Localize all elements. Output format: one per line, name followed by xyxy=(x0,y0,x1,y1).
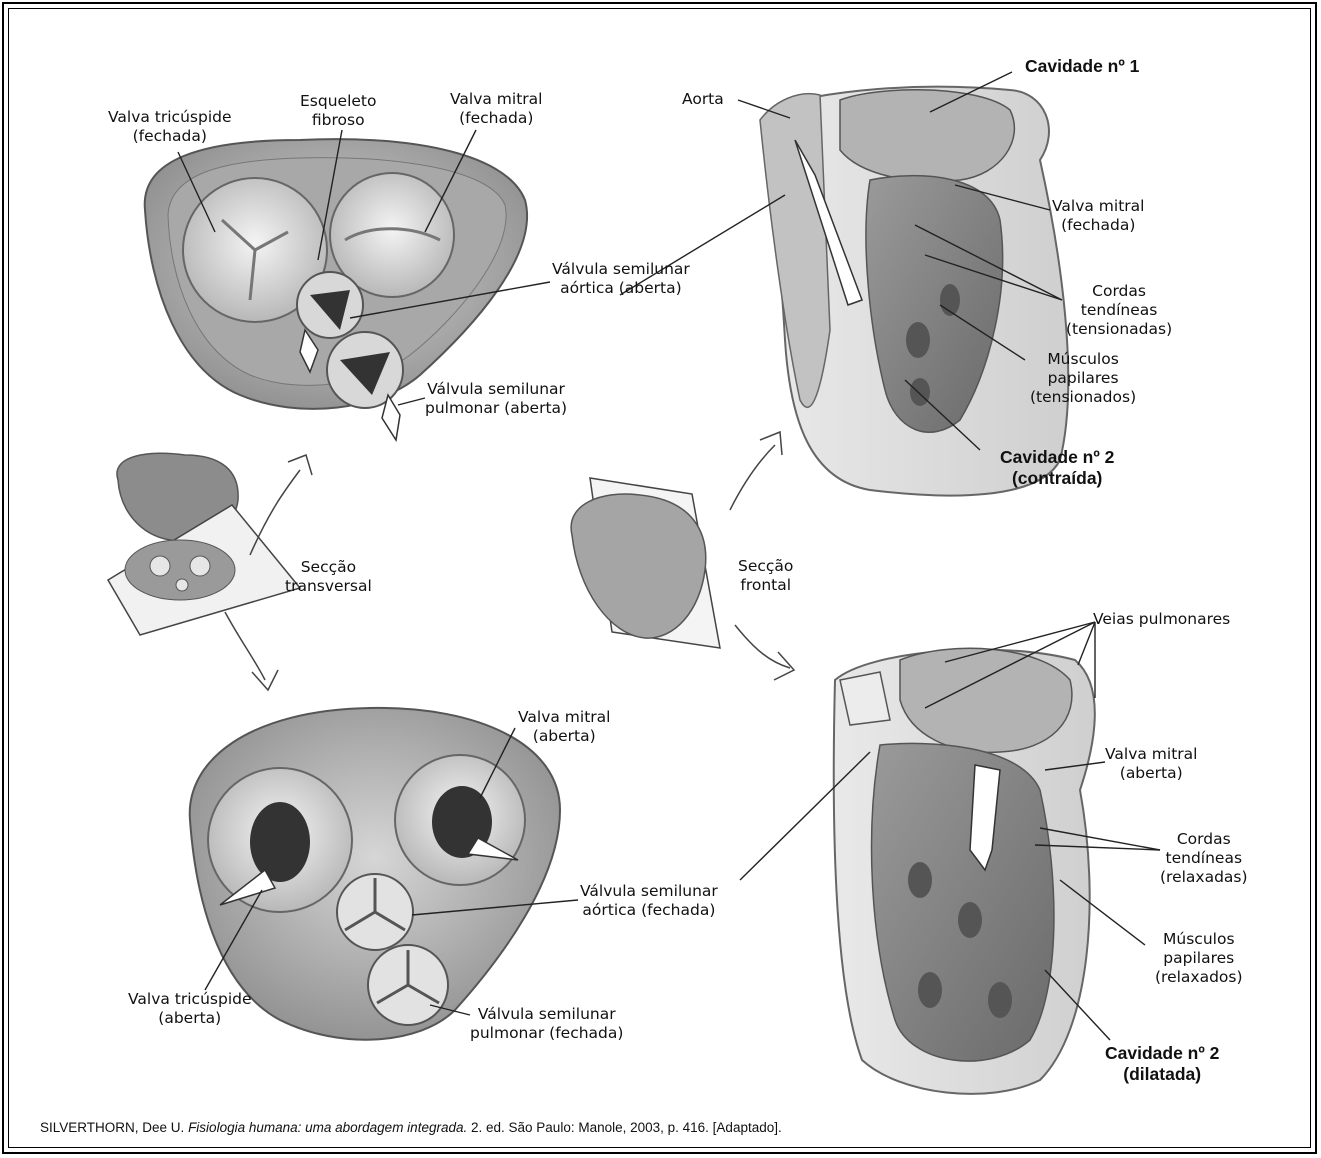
transverse-plane-heart xyxy=(108,453,312,690)
label-valva-mitral-fechada-top: Valva mitral(fechada) xyxy=(450,90,542,128)
label-cavidade-2-contraida: Cavidade nº 2(contraída) xyxy=(1000,447,1114,489)
label-valva-mitral-aberta-right: Valva mitral(aberta) xyxy=(1105,745,1197,783)
frontal-section-dilated xyxy=(834,648,1095,1094)
citation-rest: 2. ed. São Paulo: Manole, 2003, p. 416. … xyxy=(471,1120,782,1135)
label-veias-pulmonares: Veias pulmonares xyxy=(1093,610,1230,629)
label-cavidade-2-dilatada: Cavidade nº 2(dilatada) xyxy=(1105,1043,1219,1085)
citation-title: Fisiologia humana: uma abordagem integra… xyxy=(188,1120,467,1135)
label-valva-tricuspide-aberta: Valva tricúspide(aberta) xyxy=(128,990,252,1028)
citation-author: SILVERTHORN, Dee U. xyxy=(40,1120,184,1135)
label-cavidade-1: Cavidade nº 1 xyxy=(1025,56,1139,77)
label-aorta: Aorta xyxy=(682,90,724,109)
label-valva-mitral-fechada-right: Valva mitral(fechada) xyxy=(1052,197,1144,235)
frontal-section-contracted xyxy=(760,87,1068,496)
frontal-plane-heart xyxy=(571,432,794,680)
label-valva-mitral-aberta-bottom: Valva mitral(aberta) xyxy=(518,708,610,746)
label-valva-tricuspide-fechada: Valva tricúspide(fechada) xyxy=(108,108,232,146)
citation: SILVERTHORN, Dee U. Fisiologia humana: u… xyxy=(40,1120,782,1135)
